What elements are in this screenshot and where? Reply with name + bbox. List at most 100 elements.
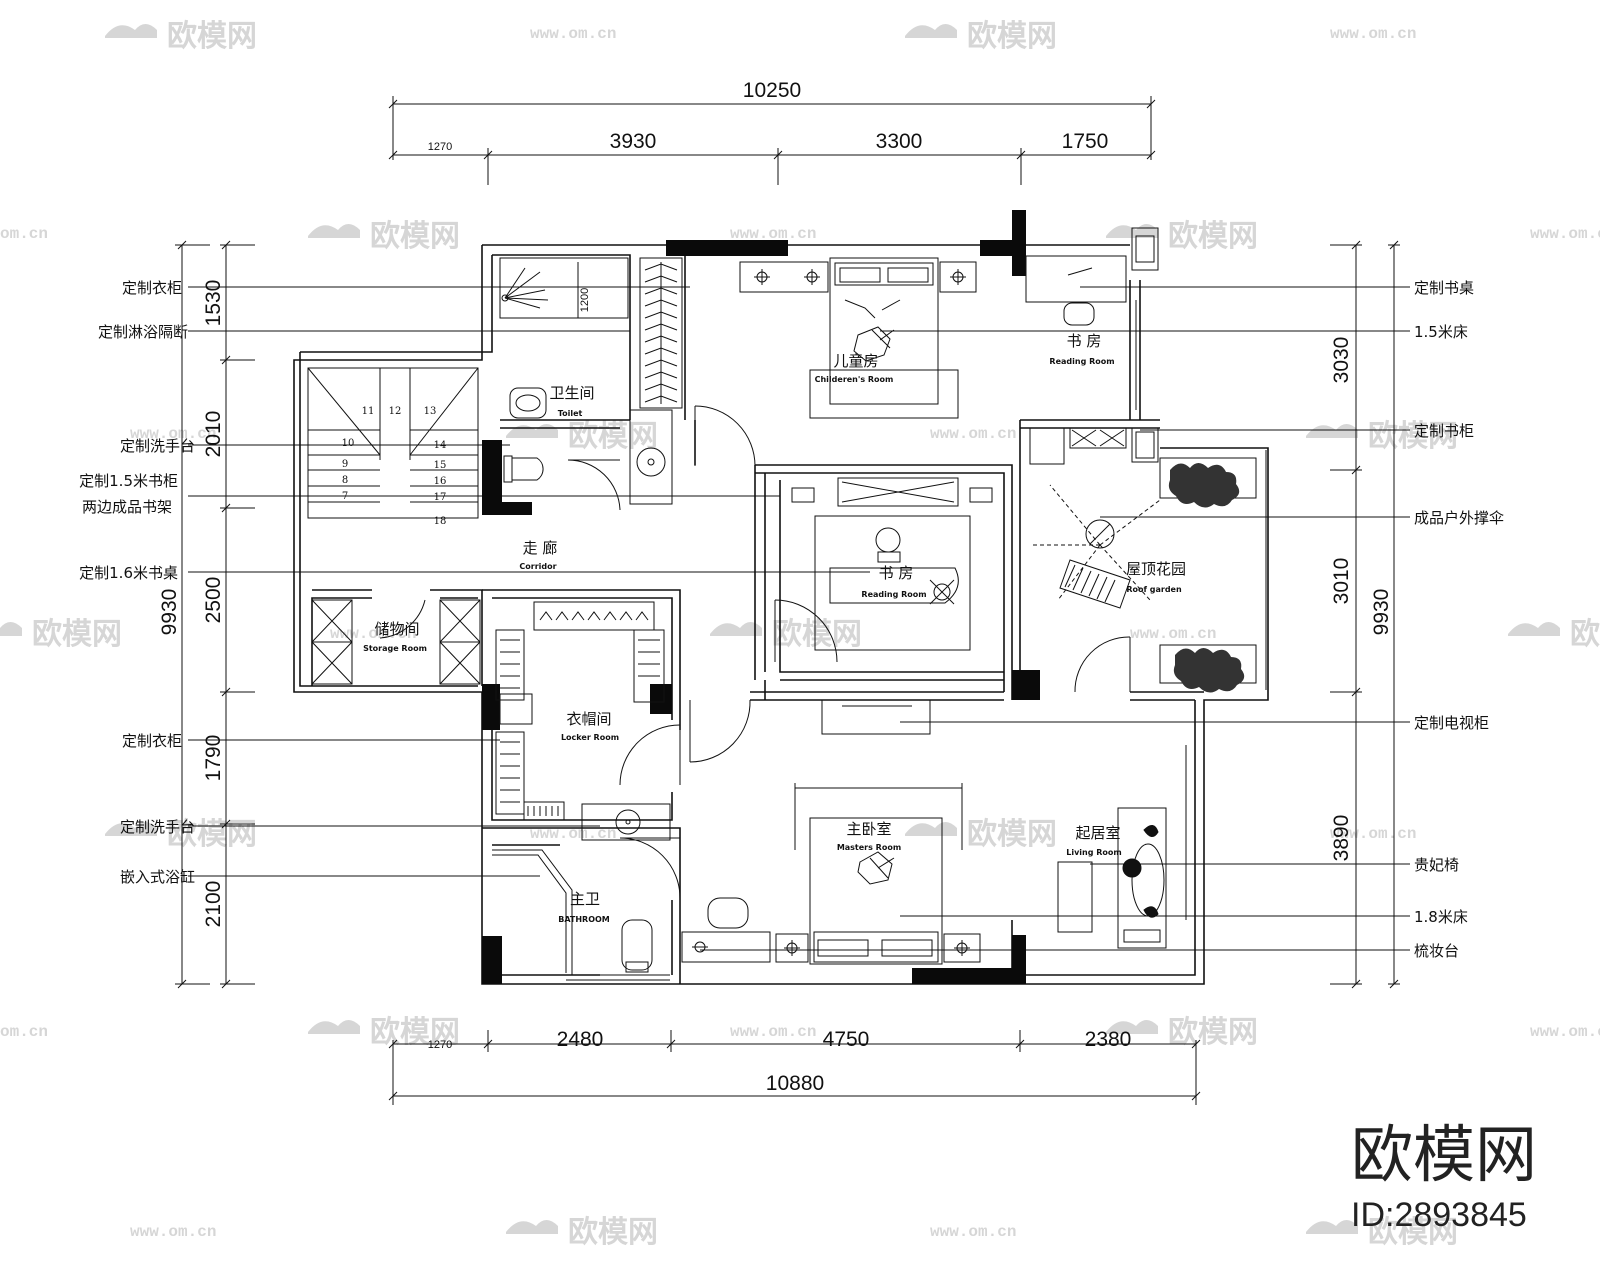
watermark-logo: 欧模网 bbox=[905, 817, 1057, 852]
shower-area bbox=[499, 257, 629, 319]
annotation-label: 定制衣柜 bbox=[122, 732, 182, 750]
room-label-en: Masters Room bbox=[837, 843, 901, 852]
dimension-bottom bbox=[388, 1030, 1201, 1105]
annotations-left: 定制衣柜 定制淋浴隔断 定制洗手台 定制1.5米书柜 两边成品书架 定制1.6米… bbox=[79, 279, 195, 886]
room-label-zh: 衣帽间 bbox=[566, 710, 611, 728]
dimension-label: 2500 bbox=[202, 577, 225, 624]
toilet-fixtures bbox=[503, 387, 547, 483]
dimension-label: 3010 bbox=[1330, 558, 1353, 605]
watermark-url: www.om.cn bbox=[1530, 1023, 1600, 1041]
locker-furniture bbox=[495, 601, 671, 841]
watermark-logo: 欧模网 bbox=[1106, 219, 1258, 254]
wall-columns bbox=[482, 210, 1040, 984]
room-label-zh: 起居室 bbox=[1075, 824, 1120, 842]
dimension-label: 1790 bbox=[202, 735, 225, 782]
dimension-label: 1270 bbox=[428, 141, 452, 153]
watermark-url: www.om.cn bbox=[1530, 225, 1600, 243]
annotation-label: 定制淋浴隔断 bbox=[98, 323, 188, 341]
stair-number: 12 bbox=[389, 406, 402, 417]
svg-text:欧模网: 欧模网 bbox=[32, 617, 122, 652]
annotation-label: 定制1.5米书柜 bbox=[79, 472, 178, 490]
stair-number: 18 bbox=[434, 516, 447, 527]
svg-text:欧模网: 欧模网 bbox=[1368, 1215, 1458, 1250]
svg-text:欧模网: 欧模网 bbox=[167, 19, 257, 54]
watermark-layer: 欧模网 欧模网 欧模网 欧模网 欧模网 欧模网 欧模网 欧模网 bbox=[0, 19, 1600, 1250]
room-label-zh: 儿童房 bbox=[833, 352, 878, 370]
dimension-right bbox=[1330, 240, 1400, 989]
room-labels: 卫生间 Toilet 儿童房 Childeren's Room 书 房 Read… bbox=[363, 332, 1186, 924]
shower-dimension: 1200 bbox=[579, 288, 591, 312]
dimension-label: 4750 bbox=[823, 1028, 870, 1051]
watermark-logo: 欧模网 bbox=[0, 617, 122, 652]
dimension-label: 1530 bbox=[202, 280, 225, 327]
study-furniture bbox=[791, 477, 993, 651]
annotation-label: 定制1.6米书桌 bbox=[79, 564, 178, 582]
svg-text:欧模网: 欧模网 bbox=[967, 19, 1057, 54]
stair-number: 14 bbox=[434, 440, 447, 451]
room-label-zh: 屋顶花园 bbox=[1126, 560, 1186, 578]
annotation-label: 定制洗手台 bbox=[120, 818, 195, 836]
brand-id: ID:2893845 bbox=[1351, 1196, 1527, 1234]
stair-number: 9 bbox=[342, 459, 348, 470]
annotation-label: 定制电视柜 bbox=[1414, 714, 1489, 732]
annotation-label: 贵妃椅 bbox=[1414, 856, 1459, 874]
room-label-en: Living Room bbox=[1066, 848, 1122, 857]
svg-text:欧模网: 欧模网 bbox=[1168, 219, 1258, 254]
svg-text:欧模网: 欧模网 bbox=[1368, 419, 1458, 454]
dimension-label: 3890 bbox=[1330, 815, 1353, 862]
watermark-logo: 欧模网 bbox=[1508, 617, 1600, 652]
annotation-label: 1.5米床 bbox=[1414, 323, 1468, 341]
stair-number: 17 bbox=[434, 492, 447, 503]
watermark-logo: 欧模网 bbox=[506, 419, 658, 454]
room-label-zh: 走 廊 bbox=[523, 539, 558, 557]
watermark-logo: 欧模网 bbox=[105, 19, 257, 54]
room-label-en: Reading Room bbox=[861, 590, 926, 599]
annotation-label: 两边成品书架 bbox=[82, 498, 172, 516]
watermark-logo: 欧模网 bbox=[506, 1215, 658, 1250]
room-label-zh: 储物间 bbox=[374, 620, 419, 638]
room-label-zh: 书 房 bbox=[879, 564, 914, 582]
stair-number: 13 bbox=[424, 406, 437, 417]
watermark-url: www.om.cn bbox=[730, 1023, 816, 1041]
stair-step-numbers: 11 12 13 10 14 9 15 8 16 7 17 18 bbox=[342, 406, 447, 527]
annotation-label: 1.8米床 bbox=[1414, 908, 1468, 926]
svg-text:欧模网: 欧模网 bbox=[967, 817, 1057, 852]
leader-lines-left bbox=[188, 286, 870, 877]
bathroom-furniture bbox=[492, 849, 670, 981]
room-label-en: Childeren's Room bbox=[815, 375, 894, 384]
room-label-en: Locker Room bbox=[561, 733, 619, 742]
annotation-label: 嵌入式浴缸 bbox=[120, 868, 195, 886]
roof-garden-furniture bbox=[1029, 427, 1267, 690]
dimension-label: 1270 bbox=[428, 1039, 452, 1051]
watermark-url: www.om.cn bbox=[130, 425, 216, 443]
stair-number: 15 bbox=[434, 460, 447, 471]
watermark-url: om.cn bbox=[0, 1023, 48, 1041]
watermark-url: www.om.cn bbox=[930, 425, 1016, 443]
stair-number: 8 bbox=[342, 475, 348, 486]
watermark-logo: 欧模网 bbox=[905, 19, 1057, 54]
dimension-left bbox=[175, 240, 255, 989]
svg-text:欧模网: 欧模网 bbox=[772, 617, 862, 652]
annotation-label: 成品户外撑伞 bbox=[1414, 509, 1504, 527]
room-label-en: Roof garden bbox=[1126, 585, 1182, 594]
watermark-logo: 欧模网 bbox=[710, 617, 862, 652]
stair-number: 7 bbox=[342, 491, 348, 502]
svg-text:欧模网: 欧模网 bbox=[1168, 1015, 1258, 1050]
annotation-label: 定制书柜 bbox=[1414, 422, 1474, 440]
room-label-en: Toilet bbox=[558, 409, 583, 418]
watermark-url: www.om.cn bbox=[1130, 625, 1216, 643]
watermark-url: www.om.cn bbox=[530, 25, 616, 43]
stair-number: 16 bbox=[434, 476, 447, 487]
watermark-url: www.om.cn bbox=[930, 1223, 1016, 1241]
room-label-zh: 主卫 bbox=[570, 890, 600, 908]
master-room-furniture bbox=[681, 699, 981, 965]
watermark-logo: 欧模网 bbox=[1306, 1215, 1458, 1250]
annotation-label: 梳妆台 bbox=[1414, 942, 1459, 960]
room-label-en: Corridor bbox=[519, 562, 556, 571]
watermark-url: www.om.cn bbox=[530, 825, 616, 843]
watermark-logo: 欧模网 bbox=[1306, 419, 1458, 454]
dimension-label: 1750 bbox=[1062, 130, 1109, 153]
annotation-label: 定制衣柜 bbox=[122, 279, 182, 297]
plant-icon bbox=[1173, 648, 1245, 693]
